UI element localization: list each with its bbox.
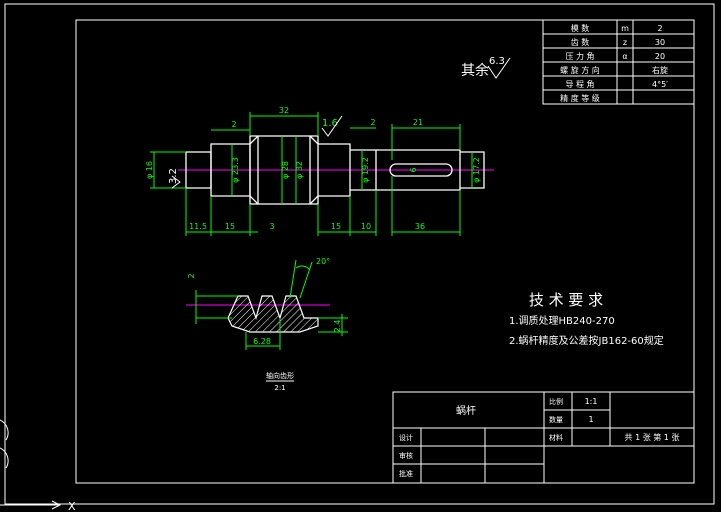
title-material-label: 材料 — [549, 433, 563, 442]
param-label: 精 度 等 级 — [560, 93, 600, 103]
param-row-0: 模 数 m 2 — [571, 23, 663, 33]
dim-36: 36 — [415, 222, 425, 231]
dim-2-right: 2 — [370, 118, 375, 127]
param-row-1: 齿 数 z 30 — [571, 37, 665, 47]
param-row-2: 压 力 角 α 20 — [565, 51, 665, 61]
tooth-pitch: 6.28 — [253, 337, 271, 346]
dim-15-left: 15 — [225, 222, 235, 231]
param-label: 齿 数 — [571, 37, 590, 47]
param-label: 压 力 角 — [565, 51, 594, 61]
dim-dia-16: φ 16 — [145, 161, 154, 179]
param-value: 2 — [657, 24, 662, 33]
dim-key-6: 6 — [409, 167, 418, 172]
param-value: 20 — [655, 52, 665, 61]
param-symbol: m — [621, 24, 629, 33]
param-value: 4°5′ — [652, 80, 668, 89]
roughness-symbol-icon — [487, 57, 511, 79]
title-designer-label: 设计 — [399, 433, 413, 442]
dim-10: 10 — [361, 222, 371, 231]
param-row-5: 精 度 等 级 — [560, 93, 600, 103]
dim-dia-17-2: φ 17.2 — [472, 157, 481, 183]
dim-dia-32: φ 32 — [295, 161, 304, 179]
dim-21: 21 — [413, 118, 423, 127]
ucs-x-label: X — [68, 500, 76, 512]
tooth-detail-scale: 2:1 — [274, 384, 285, 392]
title-sheets: 共 1 张 第 1 张 — [625, 432, 680, 442]
tooth-height: 2 — [187, 273, 196, 278]
roughness-left-icon — [171, 175, 181, 189]
param-label: 螺 旋 方 向 — [560, 65, 600, 75]
param-symbol: α — [622, 52, 627, 61]
technical-requirements: 技 术 要 求 1.调质处理HB240-270 2.蜗杆精度及公差按JB162-… — [509, 291, 664, 347]
tooth-detail-title: 轴向齿形 — [266, 371, 294, 380]
dim-32: 32 — [279, 106, 289, 115]
dim-3: 3 — [269, 222, 274, 231]
surface-finish-note: 其余 6.3 — [461, 56, 511, 79]
param-value: 30 — [655, 38, 665, 47]
title-drafter-label: 审核 — [399, 451, 413, 460]
roughness-top-icon — [321, 115, 343, 137]
param-label: 导 程 角 — [565, 79, 594, 89]
title-qty-value: 1 — [588, 415, 593, 424]
dim-2-left: 2 — [231, 120, 236, 129]
dim-dia-28: φ 28 — [281, 161, 290, 179]
surface-note-prefix: 其余 — [461, 62, 489, 79]
shaft-dimension-lines — [150, 112, 473, 236]
title-part-name: 蜗杆 — [456, 405, 476, 417]
dim-dia-23-3: φ 23.3 — [231, 157, 240, 183]
tech-req-title: 技 术 要 求 — [529, 291, 603, 309]
title-qty-label: 数量 — [549, 415, 563, 424]
param-symbol: z — [623, 38, 627, 47]
param-label: 模 数 — [571, 23, 590, 33]
surface-note-value: 6.3 — [489, 56, 505, 67]
tech-req-item: 2.蜗杆精度及公差按JB162-60规定 — [509, 334, 664, 347]
title-scale-value: 1:1 — [585, 397, 598, 406]
dim-11-5: 11.5 — [189, 222, 207, 231]
title-scale-label: 比例 — [549, 397, 563, 406]
param-row-4: 导 程 角 4°5′ — [565, 79, 668, 89]
param-value: 右旋 — [652, 65, 668, 75]
tooth-angle: 20° — [316, 257, 330, 266]
title-checker-label: 批准 — [399, 469, 413, 478]
ucs-icon — [0, 419, 62, 510]
tech-req-item: 1.调质处理HB240-270 — [509, 315, 615, 327]
tooth-profile-detail — [195, 259, 348, 350]
tooth-depth: 2.4 — [333, 320, 342, 333]
dim-15-right: 15 — [331, 222, 341, 231]
title-block — [392, 391, 695, 484]
param-row-3: 螺 旋 方 向 右旋 — [560, 65, 668, 75]
parameter-table — [542, 19, 695, 105]
roughness-top: 1.6 — [322, 118, 338, 129]
drawing-frame — [4, 3, 715, 505]
dim-dia-19-2: φ 19.2 — [361, 157, 370, 183]
roughness-left: 3.2 — [168, 168, 179, 184]
